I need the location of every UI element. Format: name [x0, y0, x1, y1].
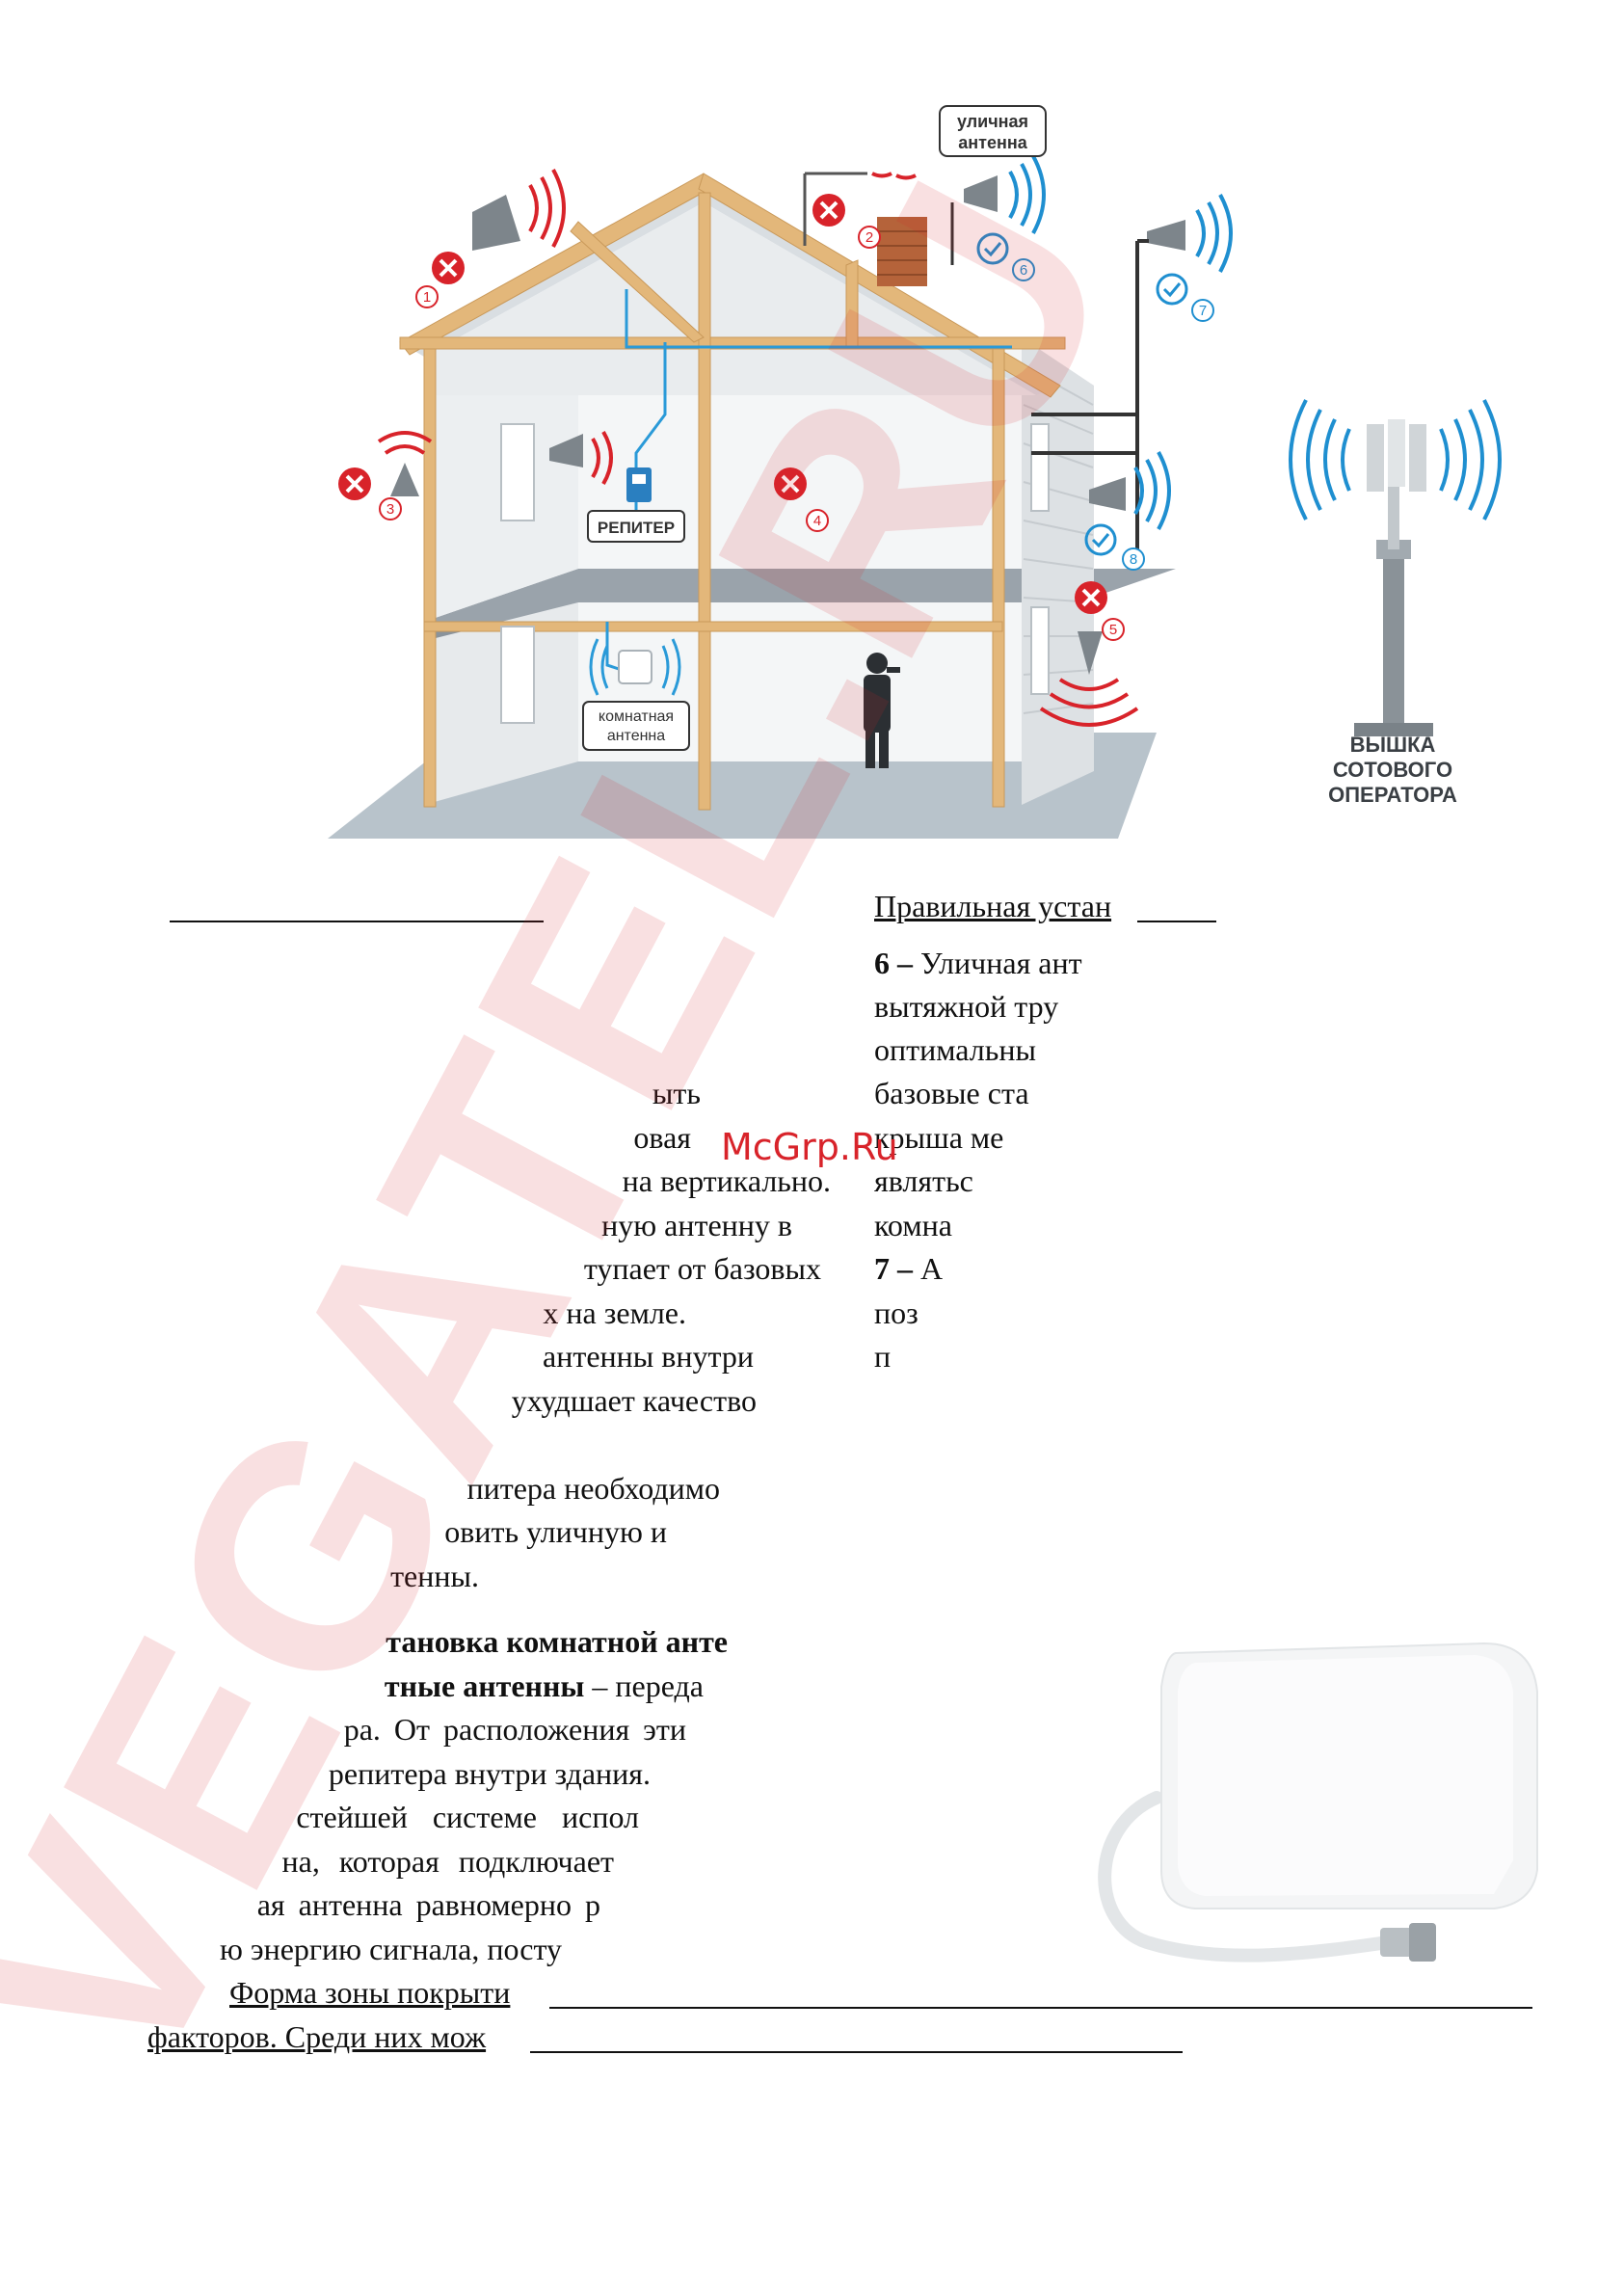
left-line-1: ыть: [652, 1076, 701, 1110]
item-7-line: 7 – А: [874, 1247, 943, 1291]
section-line-7: ю энергию сигнала, посту: [219, 1932, 562, 1966]
repeater-screen: [632, 474, 646, 484]
right-line-4: крыша ме: [874, 1120, 1004, 1155]
section-line-5: на, которая подключает: [281, 1844, 614, 1879]
left-line-4: ную антенну в: [601, 1208, 792, 1242]
svg-text:6: 6: [1020, 262, 1027, 279]
indoor-antenna-label-2: антенна: [607, 728, 665, 744]
wrong-markers: [338, 194, 1107, 614]
svg-text:7: 7: [1199, 303, 1207, 319]
item-7-number: 7 –: [874, 1251, 913, 1286]
indoor-antenna-label-box: [582, 701, 690, 751]
section-line-9: факторов. Среди них мож: [147, 2019, 487, 2054]
antenna-connector-nut: [1409, 1923, 1436, 1962]
cell-tower: [1354, 419, 1433, 736]
right-heading-rule: [1137, 921, 1216, 922]
svg-text:5: 5: [1109, 622, 1117, 638]
antenna-panel-face: [1178, 1655, 1513, 1896]
left-line-2: овая: [633, 1120, 691, 1155]
right-line-7: поз: [874, 1295, 918, 1330]
house-installation-diagram: РЕПИТЕР комнатная антенна: [328, 105, 1502, 839]
section-line-4: стейшей системе испол: [296, 1800, 639, 1834]
svg-text:ОПЕРАТОРА: ОПЕРАТОРА: [1328, 783, 1457, 807]
chimney-bricks: [877, 230, 927, 276]
svg-text:ВЫШКА: ВЫШКА: [1350, 733, 1436, 757]
left-line-5: тупает от базовых: [583, 1251, 821, 1286]
item-6-line: 6 – Уличная ант: [874, 942, 1082, 985]
antenna-cable: [1098, 1791, 1395, 1962]
tower-label: ВЫШКА СОТОВОГО ОПЕРАТОРА: [1328, 733, 1457, 807]
blue-waves: [1008, 155, 1233, 530]
left-line-3: на вертикально.: [622, 1163, 831, 1198]
section-rule-1: [549, 2007, 1532, 2009]
section-line-3: репитера внутри здания.: [328, 1756, 651, 1791]
repeater-device: [626, 467, 652, 502]
left-line-10: овить уличную и: [444, 1514, 667, 1549]
right-line-3: базовые ста: [874, 1076, 1029, 1110]
right-line-8: п: [874, 1339, 892, 1374]
item-6-number: 6 –: [874, 946, 913, 980]
section-heading: тановка комнатной анте: [386, 1624, 728, 1659]
right-line-6: комна: [874, 1208, 952, 1242]
panel-antennas: [390, 175, 1185, 675]
indoor-antenna: [618, 650, 652, 684]
left-line-6: х на земле.: [543, 1295, 686, 1330]
right-line-5: являтьс: [874, 1163, 973, 1198]
repeater-label: РЕПИТЕР: [598, 519, 675, 537]
section-line-6: ая антенна равномерно р: [256, 1887, 600, 1922]
chimney: [877, 217, 927, 286]
svg-text:4: 4: [813, 513, 821, 529]
item-6-text: Уличная ант: [920, 946, 1082, 980]
left-line-9: питера необходимо: [466, 1471, 720, 1506]
left-line-8: ухудшает качество: [511, 1383, 757, 1418]
red-waves: [377, 169, 1139, 727]
person-silhouette: [864, 653, 900, 768]
svg-text:2: 2: [865, 229, 873, 246]
outdoor-antenna-label-2: антенна: [958, 133, 1027, 152]
indoor-antenna-label-1: комнатная: [599, 708, 674, 725]
indoor-panel-antenna-image: [1098, 1642, 1538, 1962]
svg-text:8: 8: [1130, 551, 1137, 568]
svg-text:1: 1: [423, 289, 431, 306]
tower-waves: [1289, 399, 1502, 521]
right-line-1: вытяжной тру: [874, 989, 1059, 1024]
marker-numbers: 1 2 3 4 5 6 7 8: [379, 226, 1214, 641]
indoor-antenna-waves: [589, 638, 681, 696]
left-heading-rule: [170, 921, 544, 922]
side-wall: [1022, 337, 1094, 805]
svg-text:СОТОВОГО: СОТОВОГО: [1333, 758, 1452, 782]
outdoor-antenna-callout: [939, 105, 1047, 157]
section-rule-2: [530, 2051, 1183, 2053]
svg-text:3: 3: [386, 501, 394, 518]
windows: [500, 423, 1050, 724]
left-line-7: антенны внутри: [543, 1339, 754, 1374]
section-line-1: тные антенны – переда: [384, 1669, 704, 1703]
right-line-2: оптимальны: [874, 1032, 1036, 1067]
section-line-8: Форма зоны покрыти: [229, 1975, 511, 2010]
section-line-2: ра. От расположения эти: [343, 1712, 686, 1747]
outdoor-antenna-label-1: уличная: [957, 112, 1028, 131]
item-7-text: А: [920, 1251, 944, 1286]
right-column-heading: Правильная устан: [874, 889, 1112, 923]
repeater-label-box: [587, 510, 685, 543]
correct-markers: [976, 232, 1188, 556]
left-line-11: тенны.: [390, 1559, 479, 1593]
